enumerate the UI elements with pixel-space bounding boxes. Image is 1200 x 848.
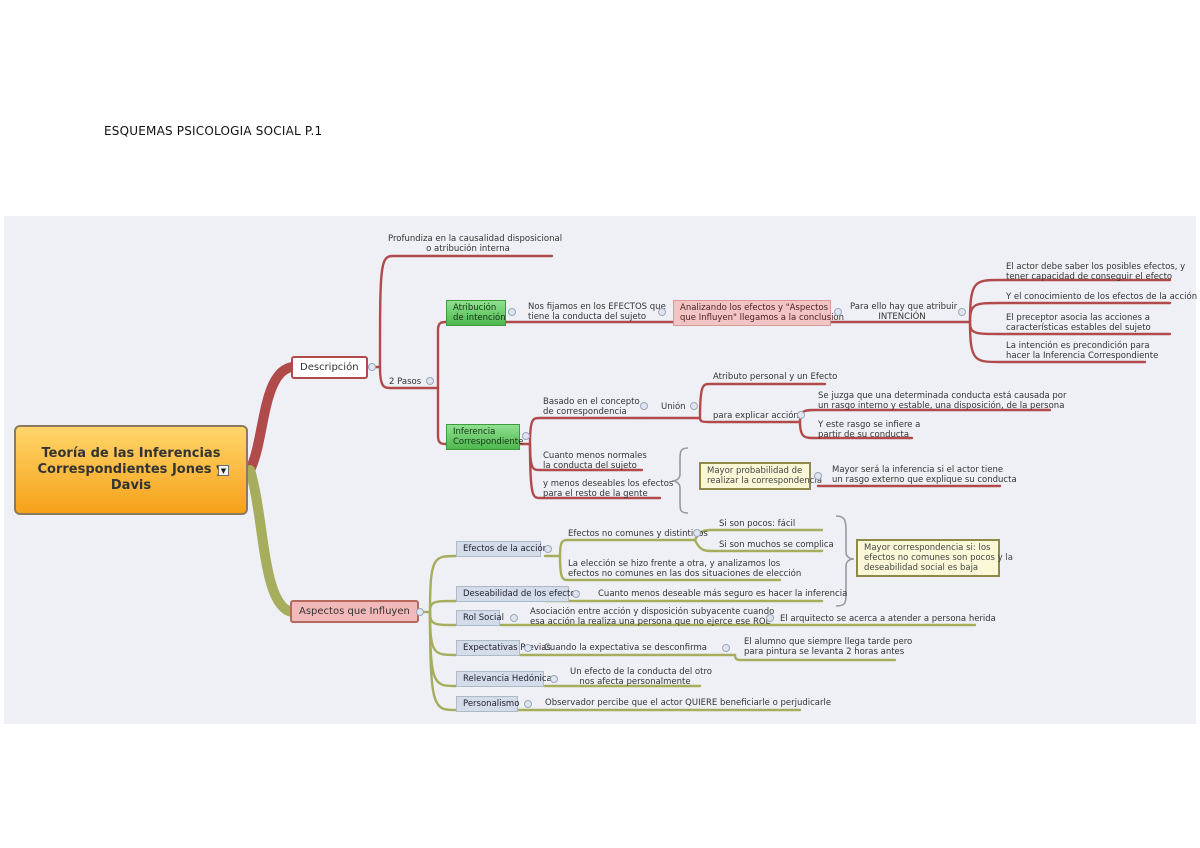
link-main-aspectos [245, 465, 297, 617]
link-expect-ex [733, 653, 897, 662]
collapse-personalismo-icon[interactable] [524, 700, 532, 708]
node-basado[interactable]: Basado en el concepto de correspondencia [543, 397, 640, 417]
link-union-para [698, 416, 802, 424]
node-cuanto-normales[interactable]: Cuanto menos normales la conducta del su… [543, 451, 647, 471]
brace-efectos [835, 515, 855, 607]
node-atributo[interactable]: Atributo personal y un Efecto [713, 372, 838, 382]
collapse-pasos-icon[interactable] [426, 377, 434, 385]
link-eleccion [558, 554, 782, 582]
link-expect [428, 610, 458, 657]
node-rol-example[interactable]: El arquitecto se acerca a atender a pers… [780, 614, 996, 624]
node-mayor-probabilidad[interactable]: Mayor probabilidad de realizar la corres… [699, 462, 822, 490]
collapse-rol-icon[interactable] [510, 614, 518, 622]
link-yeste [798, 420, 914, 440]
node-para-ello[interactable]: Para ello hay que atribuir INTENCIÓN [850, 302, 958, 322]
link-cond-1 [968, 278, 1172, 324]
link-main-descripcion [245, 362, 297, 475]
collapse-relevancia-icon[interactable] [550, 675, 558, 683]
collapse-efectos-icon[interactable] [544, 545, 552, 553]
node-condicion-4[interactable]: La intención es precondición para hacer … [1006, 341, 1159, 361]
branch-aspectos-que-influyen[interactable]: Aspectos que Influyen [290, 600, 419, 623]
link-person [428, 610, 458, 712]
node-relev-text[interactable]: Un efecto de la conducta del otro nos af… [570, 667, 712, 687]
node-expectativas-previas[interactable]: Expectativas Previas [456, 640, 551, 656]
collapse-mayor-probabilidad-icon[interactable] [814, 472, 822, 480]
collapse-para-explicar-icon[interactable] [797, 411, 805, 419]
node-analizando[interactable]: Analizando los efectos y "Aspectos que I… [673, 300, 844, 326]
node-mayor-inferencia[interactable]: Mayor será la inferencia si el actor tie… [832, 465, 1017, 485]
collapse-deseabilidad-icon[interactable] [572, 590, 580, 598]
collapse-basado-icon[interactable] [640, 402, 648, 410]
link-cond-4 [968, 320, 1147, 364]
node-deseabilidad[interactable]: Deseabilidad de los efectos [456, 586, 580, 602]
brace-normales [671, 447, 689, 514]
branch-descripcion[interactable]: Descripción [291, 356, 368, 379]
node-expect-example[interactable]: El alumno que siempre llega tarde pero p… [744, 637, 913, 657]
link-inferencia [436, 386, 448, 446]
collapse-para-ello-icon[interactable] [958, 308, 966, 316]
link-deseab [428, 599, 458, 614]
node-deseabilidad-text[interactable]: Cuanto menos deseable más seguro es hace… [598, 589, 848, 599]
collapse-inferencia-icon[interactable] [522, 432, 530, 440]
link-muchos [693, 538, 824, 553]
node-relevancia-hedonica[interactable]: Relevancia Hedónica [456, 671, 552, 687]
node-rol-text[interactable]: Asociación entre acción y disposición su… [530, 607, 775, 627]
link-pasos [378, 365, 440, 390]
node-profundiza[interactable]: Profundiza en la causalidad disposiciona… [388, 234, 563, 254]
link-efectos [428, 554, 458, 614]
node-nos-fijamos[interactable]: Nos fijamos en los EFECTOS que tiene la … [528, 302, 666, 322]
main-topic-label: Teoría de las Inferencias Correspondient… [37, 446, 225, 493]
link-union-atributo [698, 382, 827, 420]
link-rol [428, 610, 458, 627]
collapse-union-icon[interactable] [690, 402, 698, 410]
node-pasos[interactable]: 2 Pasos [389, 377, 422, 387]
node-si-muchos[interactable]: Si son muchos se complica [719, 540, 834, 550]
node-efectos-no-comunes[interactable]: Efectos no comunes y distintivos [568, 529, 708, 539]
link-profundiza [378, 254, 554, 369]
link-cond-2 [968, 301, 1172, 324]
node-union[interactable]: Unión [661, 402, 686, 412]
link-atribucion [436, 320, 448, 390]
collapse-expect-text-icon[interactable] [722, 644, 730, 652]
node-y-este[interactable]: Y este rasgo se infiere a partir de su c… [818, 420, 921, 440]
node-si-pocos[interactable]: Si son pocos: fácil [719, 519, 796, 529]
node-rol-social[interactable]: Rol Social [456, 610, 504, 626]
collapse-analizando-icon[interactable] [834, 308, 842, 316]
node-condicion-2[interactable]: Y el conocimiento de los efectos de la a… [1006, 292, 1198, 302]
node-efectos-accion[interactable]: Efectos de la acción [456, 541, 548, 557]
node-mayor-correspondencia[interactable]: Mayor correspondencia si: los efectos no… [856, 539, 1013, 577]
node-y-menos[interactable]: y menos deseables los efectos para el re… [543, 479, 674, 499]
node-personalismo[interactable]: Personalismo [456, 696, 519, 712]
collapse-aspectos-icon[interactable] [416, 608, 424, 616]
filter-marker-icon[interactable]: ▼ [218, 465, 229, 476]
collapse-descripcion-icon[interactable] [368, 363, 376, 371]
node-la-eleccion[interactable]: La elección se hizo frente a otra, y ana… [568, 559, 802, 579]
collapse-nos-fijamos-icon[interactable] [658, 308, 666, 316]
collapse-efectos-no-comunes-icon[interactable] [693, 529, 701, 537]
collapse-rol-text-icon[interactable] [766, 614, 774, 622]
node-inferencia-correspondiente[interactable]: Inferencia Correspondiente [446, 424, 523, 450]
node-condicion-3[interactable]: El preceptor asocia las acciones a carac… [1006, 313, 1151, 333]
link-efectos-chain [543, 538, 697, 558]
node-para-explicar[interactable]: para explicar acción [713, 411, 799, 421]
node-se-juzga[interactable]: Se juzga que una determinada conducta es… [818, 391, 1067, 411]
document-title: ESQUEMAS PSICOLOGIA SOCIAL P.1 [104, 124, 323, 138]
collapse-expectativas-icon[interactable] [524, 644, 532, 652]
link-pocos [693, 528, 824, 542]
link-inf-ymenos [528, 442, 662, 500]
node-atribucion-intencion[interactable]: Atribución de intención [446, 300, 506, 326]
node-expect-text[interactable]: Cuando la expectativa se desconfirma [544, 643, 707, 653]
node-condicion-1[interactable]: El actor debe saber los posibles efectos… [1006, 262, 1186, 282]
main-topic[interactable]: Teoría de las Inferencias Correspondient… [14, 425, 248, 515]
collapse-atribucion-icon[interactable] [508, 308, 516, 316]
node-person-text[interactable]: Observador percibe que el actor QUIERE b… [545, 698, 832, 708]
